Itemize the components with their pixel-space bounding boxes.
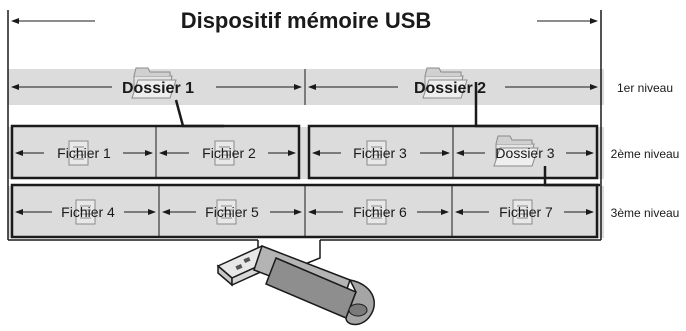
level-label-3: 3ème niveau [611,206,680,220]
level-label-2: 2ème niveau [611,147,680,161]
level3-band [8,186,604,238]
connector-dossier2 [474,82,520,128]
level2-item-label: Fichier 3 [353,145,407,161]
level3-item-label: Fichier 5 [205,204,259,220]
connector-dossier3 [543,166,600,187]
level3-item-label: Fichier 7 [499,204,553,220]
diagram-title: Dispositif mémoire USB [181,8,432,33]
level3-item-label: Fichier 4 [61,204,115,220]
level3-item-label: Fichier 6 [353,204,407,220]
level1-item-label: Dossier 1 [122,80,194,97]
usb-stick-icon [216,245,375,326]
level2-item-label: Fichier 1 [57,145,111,161]
level2-item-label: Dossier 3 [495,145,554,161]
level2-item-label: Fichier 2 [202,145,256,161]
level1-item-label: Dossier 2 [414,80,486,97]
connector-dossier1 [174,99,224,128]
level-label-1: 1er niveau [617,81,673,95]
